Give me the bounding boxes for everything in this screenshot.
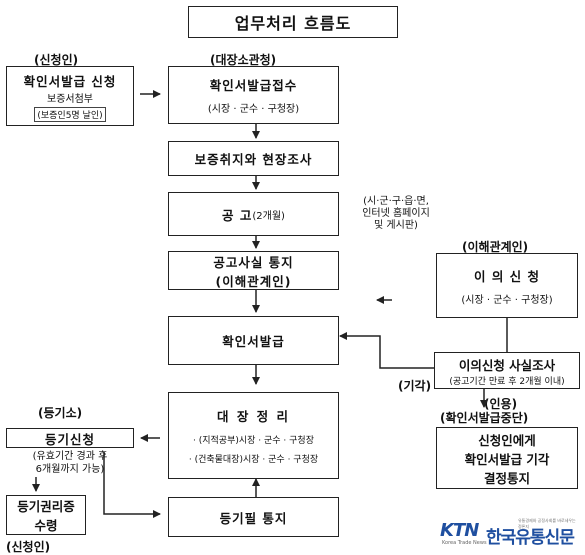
label-applicant-top: (신청인) [34,53,79,67]
registration-complete-title: 등기필 통지 [219,510,288,526]
investigation-deadline: (공고기간 만료 후 2개월 이내) [449,376,565,387]
box-registration-application: 등기신청 [6,428,134,448]
rejection-line1: 신청인에게 [478,432,536,448]
ktn-logo-tagline: 유통경제와 공정사회를 바로세우는 정론지 [518,518,576,529]
ktn-logo-name: 한국유통신문 [486,528,575,548]
notification-title: 공고사실 통지 [213,254,294,270]
investigation-title: 이의신청 사실조사 [458,357,556,373]
box-application: 확인서발급 신청 보증서첨부 (보증인5명 날인) [6,66,134,126]
ledger-cadastral: · (지적공부)시장 · 군수 · 구청장 [193,436,314,446]
receipt-authority: (시장 · 군수 · 구청장) [207,104,300,115]
label-registry: (등기소) [38,406,83,420]
page-title: 업무처리 흐름도 [188,6,398,38]
box-public-notice: 공 고 (2개월) [168,192,339,236]
notice-channels-line3: 및 게시판) [374,220,418,231]
box-objection-investigation: 이의신청 사실조사 (공고기간 만료 후 2개월 이내) [434,352,580,389]
notice-period: (2개월) [252,210,285,222]
box-notice-notification: 공고사실 통지 (이해관계인) [168,251,339,290]
notice-channels: (시·군·구·읍·면, 인터넷 홈페이지 및 게시판) [346,196,446,232]
arrow-rejected-to-issue [339,332,434,369]
application-attachment: 보증서첨부 [47,93,93,105]
notice-channels-line1: (시·군·구·읍·면, [363,196,429,207]
label-interested-party: (이해관계인) [462,240,529,254]
ktn-logo-subtitle: Korea Trade News [442,540,487,546]
box-rejection-notice: 신청인에게 확인서발급 기각 결정통지 [436,427,578,489]
application-title: 확인서발급 신청 [23,73,117,89]
label-accepted: (인용) [484,397,518,411]
ledger-title: 대 장 정 리 [216,409,291,424]
registration-validity-note: (유효기간 경과 후 6개월까지 가능) [6,450,134,476]
registration-note-line2: 6개월까지 가능) [35,464,105,475]
rejection-line2: 확인서발급 기각 [464,451,550,467]
objection-authority: (시장 · 군수 · 구청장) [461,294,553,306]
box-objection: 이 의 신 청 (시장 · 군수 · 구청장) [436,253,578,318]
registration-note-line1: (유효기간 경과 후 [32,451,108,462]
label-authority: (대장소관청) [210,53,277,67]
receipt-title: 확인서발급접수 [209,78,298,93]
issue-title: 확인서발급 [222,334,285,349]
certificate-line2: 수령 [34,518,58,533]
notice-title: 공 고 [222,207,253,223]
label-issue-suspended: (확인서발급중단) [440,411,529,425]
box-receipt: 확인서발급접수 (시장 · 군수 · 구청장) [168,66,339,124]
arrow-registry-to-notify [103,452,161,518]
survey-title: 보증취지와 현장조사 [194,152,313,167]
box-ledger-update: 대 장 정 리 · (지적공부)시장 · 군수 · 구청장 · (건축물대장)시… [168,392,339,479]
certificate-line1: 등기권리증 [17,499,75,514]
ledger-building: · (건축물대장)시장 · 군수 · 구청장 [188,455,319,465]
box-certificate-issue: 확인서발급 [168,316,339,365]
notice-channels-line2: 인터넷 홈페이지 [362,208,430,219]
box-survey: 보증취지와 현장조사 [168,141,339,176]
label-rejected: (기각) [398,379,432,393]
ktn-logo-mark: KTN [440,520,479,541]
registration-title: 등기신청 [44,431,95,447]
rejection-line3: 결정통지 [483,470,530,486]
box-registration-complete-notice: 등기필 통지 [168,497,339,537]
label-applicant-bottom: (신청인) [6,540,51,554]
ktn-logo: KTN Korea Trade News 유통경제와 공정사회를 바로세우는 정… [440,518,580,550]
box-title-certificate: 등기권리증 수령 [6,495,86,535]
objection-title: 이 의 신 청 [473,268,541,284]
notification-target: (이해관계인) [215,273,292,289]
application-guarantor-note: (보증인5명 날인) [34,106,106,122]
